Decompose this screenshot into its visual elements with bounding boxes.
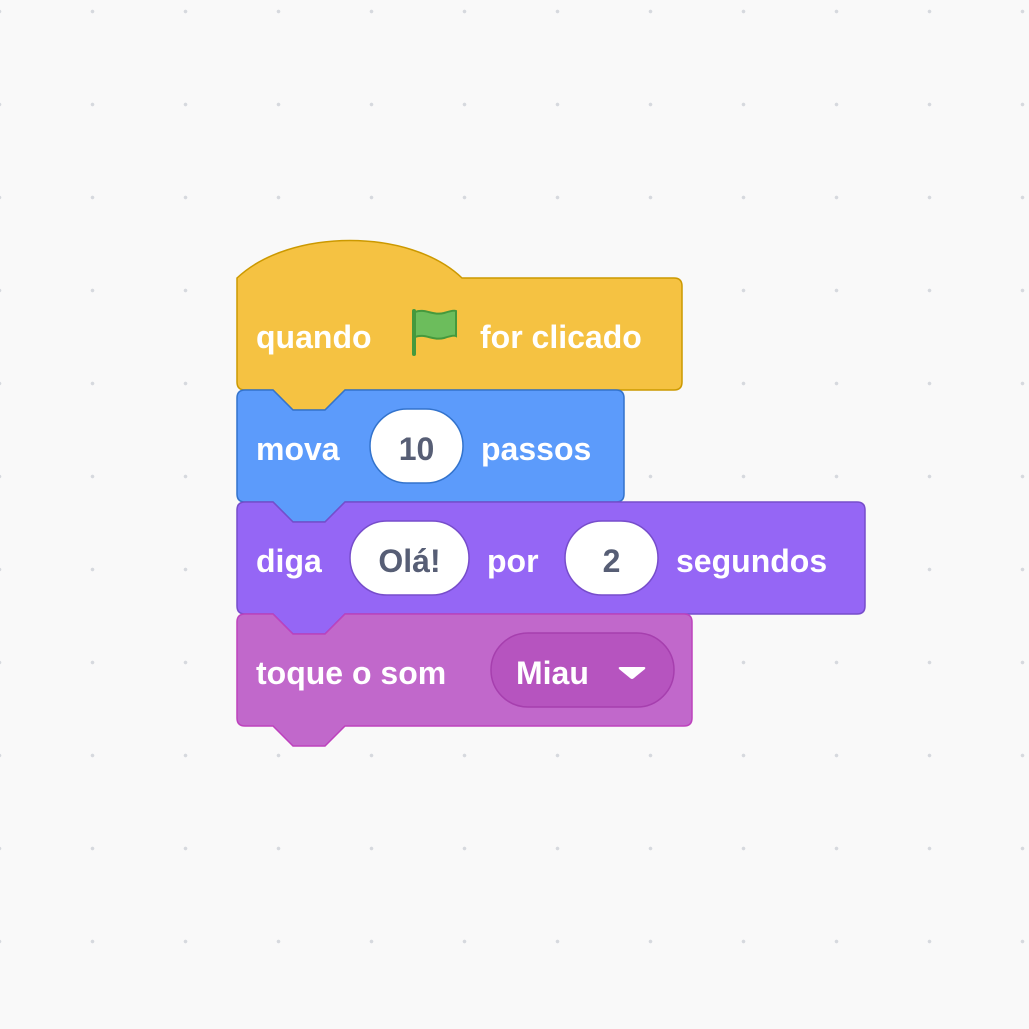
block-text: por bbox=[487, 543, 539, 579]
block-text: for clicado bbox=[480, 319, 642, 355]
block-text: toque o som bbox=[256, 655, 446, 691]
seconds-input[interactable]: 2 bbox=[564, 520, 659, 596]
play-sound-block[interactable]: toque o som Miau bbox=[236, 613, 693, 747]
block-text: mova bbox=[256, 431, 340, 467]
block-text: quando bbox=[256, 319, 372, 355]
block-text: diga bbox=[256, 543, 322, 579]
when-flag-clicked-block[interactable]: quando for clicado bbox=[236, 239, 683, 411]
steps-input-value: 10 bbox=[399, 431, 435, 467]
message-input[interactable]: Olá! bbox=[349, 520, 470, 596]
say-for-seconds-block[interactable]: diga Olá! por 2 segundos bbox=[236, 501, 866, 635]
green-flag-icon bbox=[412, 309, 457, 356]
move-steps-block[interactable]: mova 10 passos bbox=[236, 389, 625, 523]
caret-down-icon bbox=[618, 667, 646, 679]
seconds-input-value: 2 bbox=[603, 543, 621, 579]
block-text: segundos bbox=[676, 543, 827, 579]
sound-dropdown[interactable]: Miau bbox=[490, 632, 675, 708]
sound-dropdown-value: Miau bbox=[516, 655, 589, 691]
block-text: passos bbox=[481, 431, 591, 467]
message-input-value: Olá! bbox=[378, 543, 440, 579]
steps-input[interactable]: 10 bbox=[369, 408, 464, 484]
